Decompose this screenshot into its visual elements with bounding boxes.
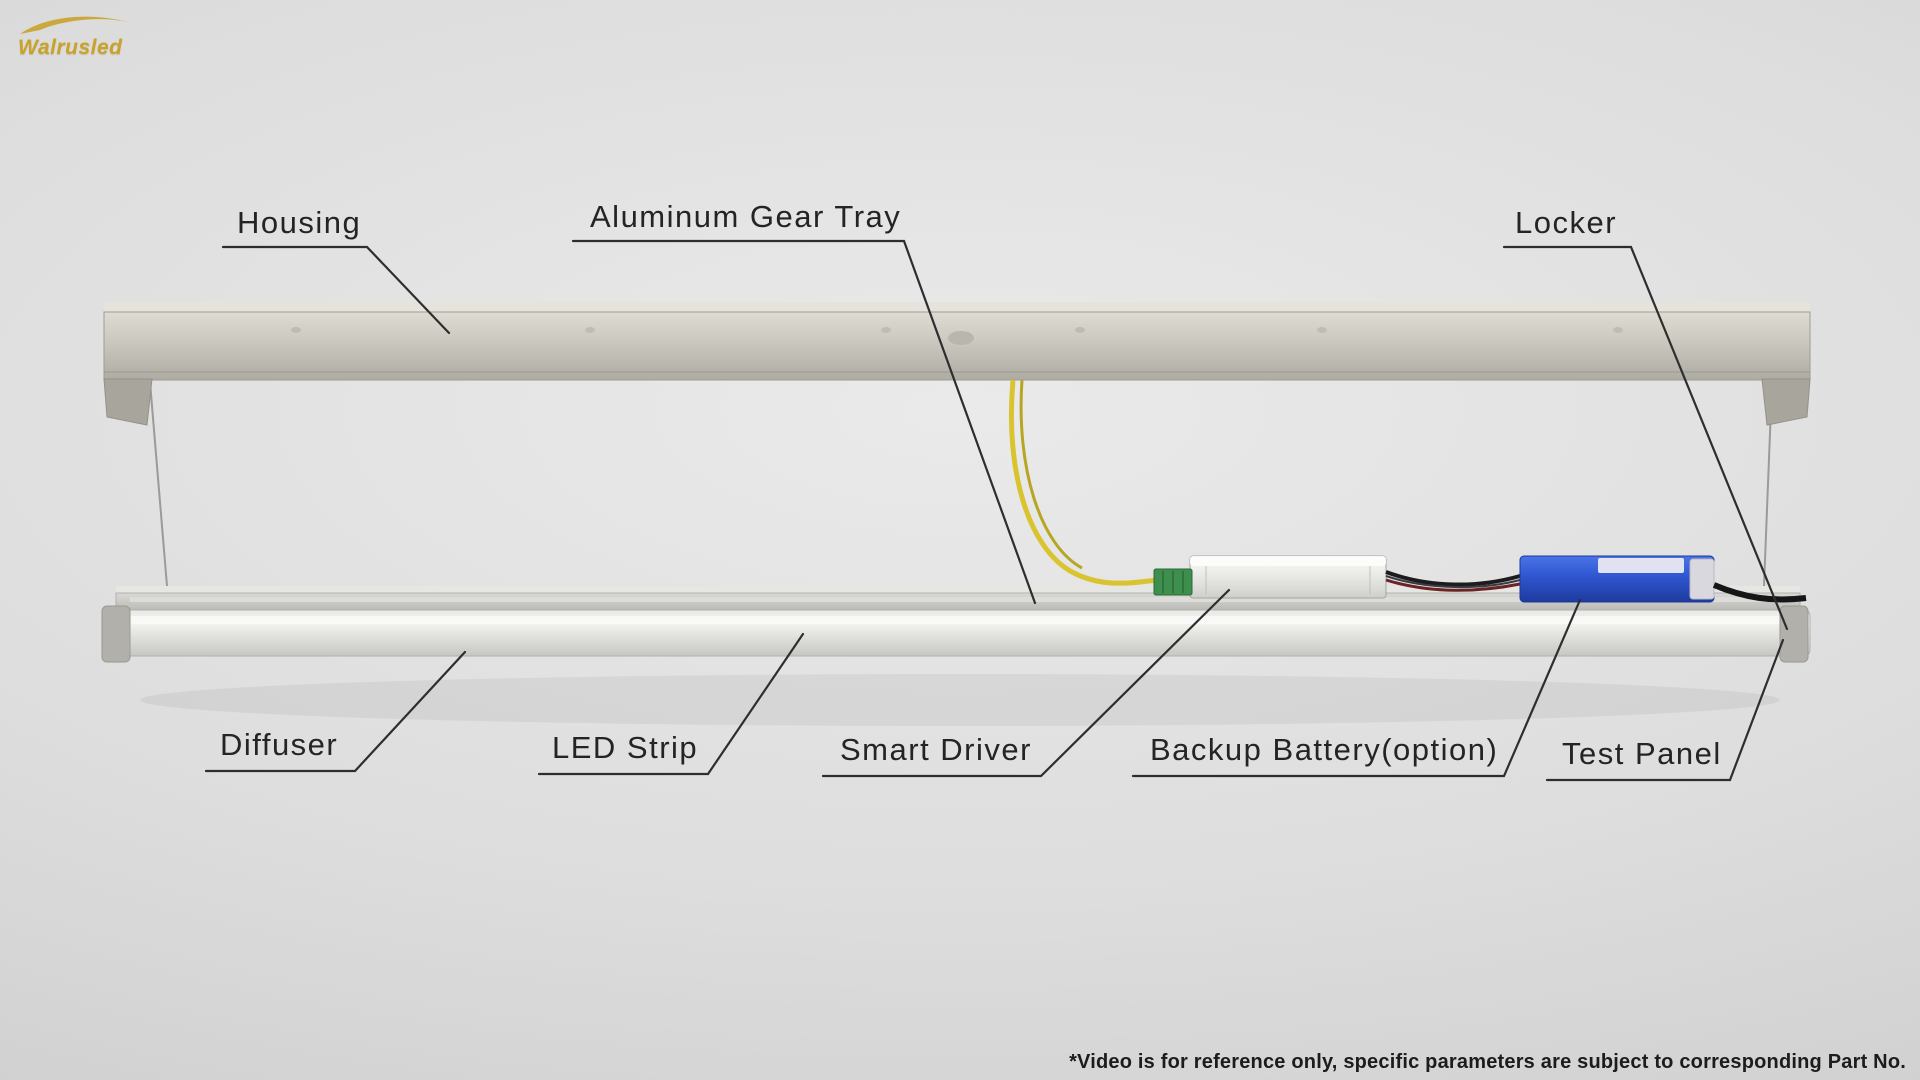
label-smart-driver: Smart Driver [840,732,1032,767]
housing-end-flap-left [103,378,153,426]
logo-swoosh-icon [20,16,128,34]
label-housing: Housing [237,205,362,240]
leader-line-housing [221,245,451,335]
label-locker: Locker [1515,205,1618,240]
leader-line-test-panel [1545,638,1785,782]
leader-line-gear-tray [571,239,1037,605]
driver-battery-wire-gray [1385,575,1521,589]
ground-wire-yellow-strand [1019,379,1083,570]
fixture-shadow [140,674,1780,726]
label-backup-battery: Backup Battery(option) [1150,732,1499,767]
ground-wire-yellow [1008,379,1159,586]
leader-line-locker [1502,245,1789,631]
backup-battery-box [1519,555,1715,603]
label-led-strip: LED Strip [552,730,699,765]
battery-label [1598,558,1684,573]
housing-bar [103,302,1811,426]
disclaimer-text: *Video is for reference only, specific p… [1069,1051,1906,1073]
smart-driver-box [1153,555,1387,599]
leader-line-smart-driver [821,588,1231,778]
battery-output-cable [1712,582,1807,603]
driver-battery-wire-black [1385,570,1521,587]
label-test-panel: Test Panel [1562,736,1722,771]
housing-end-flap-right [1761,378,1811,426]
led-strip-bar [130,597,1786,602]
leader-line-led-strip [537,632,805,776]
end-cap-left [101,605,131,663]
label-diffuser: Diffuser [220,727,339,762]
end-cap-right [1779,605,1809,663]
brand-logo-text: Walrusled [18,36,123,59]
brand-logo: Walrusled [16,14,136,66]
battery-end-cap [1689,558,1715,600]
leader-lines [204,239,1789,782]
leader-line-backup-battery [1131,598,1582,778]
leader-line-diffuser [204,650,467,773]
diffuser-bar [101,605,1811,663]
suspension-wire-left [149,381,168,587]
label-aluminum-gear-tray: Aluminum Gear Tray [590,199,902,234]
driver-battery-wire-red [1385,578,1521,592]
